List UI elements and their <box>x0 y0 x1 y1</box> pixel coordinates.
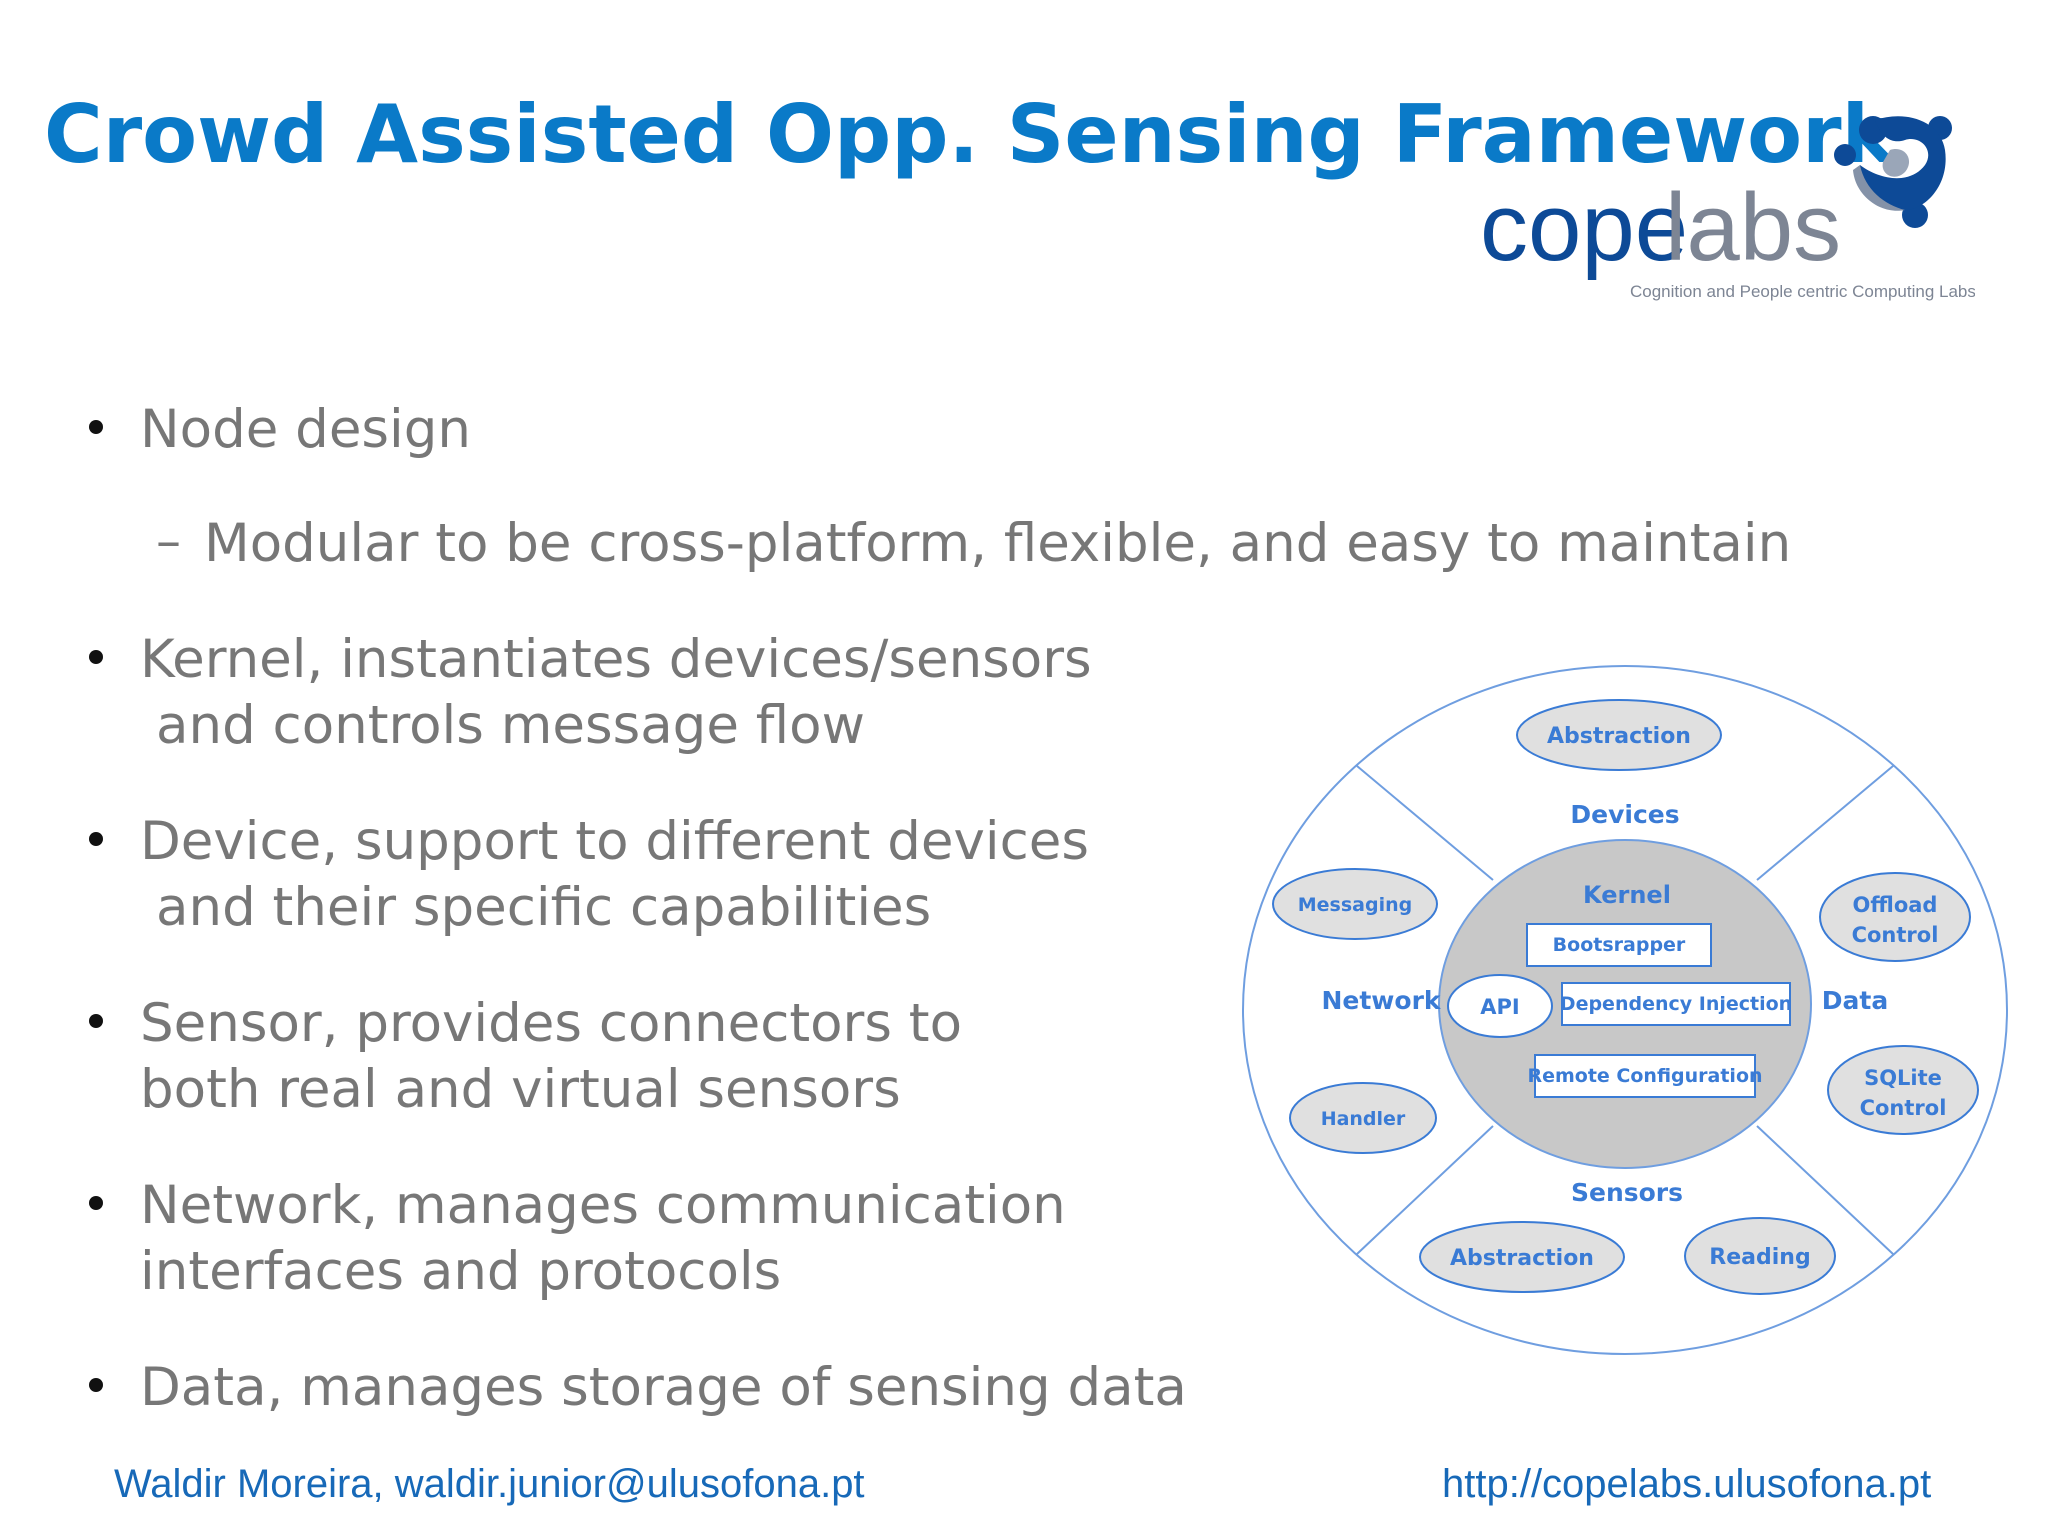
reading-label: Reading <box>1709 1245 1810 1270</box>
messaging-ellipse <box>1272 868 1438 940</box>
network-label: Network <box>1321 986 1441 1015</box>
bullet-network-line2: interfaces and protocols <box>140 1241 782 1302</box>
copelabs-logo-graphic: cope labs Cognition and People centric C… <box>1480 116 1976 301</box>
logo-emblem-icon <box>1834 116 1952 228</box>
offload-label-line2: Control <box>1852 923 1939 947</box>
devices-abstraction-label: Abstraction <box>1547 724 1691 749</box>
bullet-device-line1: Device, support to different devices <box>140 811 1089 872</box>
slide-title: Crowd Assisted Opp. Sensing Framework <box>44 88 1895 181</box>
bullet-marker <box>89 650 103 664</box>
divider-line <box>1356 765 1494 881</box>
divider-line <box>1756 765 1894 881</box>
bullet-marker <box>89 1014 103 1028</box>
logo-wordmark-light: labs <box>1665 174 1841 281</box>
kernel-label: Kernel <box>1583 881 1671 909</box>
dependency-injection-label: Dependency Injection <box>1560 993 1792 1015</box>
bullet-kernel-line2: and controls message flow <box>156 695 865 756</box>
api-label: API <box>1480 995 1519 1019</box>
bullet-marker <box>89 832 103 846</box>
sub-bullet-marker: – <box>156 512 181 570</box>
logo-tagline: Cognition and People centric Computing L… <box>1630 282 1975 301</box>
handler-ellipse <box>1289 1082 1437 1154</box>
architecture-diagram: Kernel Bootsrapper Dependency Injection … <box>1235 660 2015 1370</box>
messaging-label: Messaging <box>1298 894 1412 916</box>
sensors-label: Sensors <box>1571 1178 1683 1207</box>
outer-ring <box>1242 665 2008 1355</box>
dependency-injection-box <box>1561 982 1791 1026</box>
architecture-diagram-graphic: Kernel Bootsrapper Dependency Injection … <box>1242 665 2008 1355</box>
bullet-data: Data, manages storage of sensing data <box>140 1357 1187 1418</box>
copelabs-logo: cope labs Cognition and People centric C… <box>1475 105 1976 305</box>
sqlite-label-line1: SQLite <box>1864 1066 1942 1090</box>
sensors-abstraction-ellipse <box>1419 1221 1625 1293</box>
bullet-node-design: Node design <box>140 399 471 460</box>
divider-line <box>1756 1125 1894 1255</box>
bullet-device-line2: and their specific capabilities <box>156 877 932 938</box>
handler-label: Handler <box>1321 1108 1406 1130</box>
divider-line <box>1356 1125 1494 1255</box>
remote-configuration-label: Remote Configuration <box>1527 1065 1762 1087</box>
bootstrapper-label: Bootsrapper <box>1553 934 1686 956</box>
sqlite-label-line2: Control <box>1860 1096 1947 1120</box>
footer-url[interactable]: http://copelabs.ulusofona.pt <box>1442 1462 1932 1506</box>
reading-ellipse <box>1684 1217 1836 1295</box>
bullet-network-line1: Network, manages communication <box>140 1175 1066 1236</box>
devices-label: Devices <box>1570 800 1679 829</box>
sub-bullet-modular: Modular to be cross-platform, flexible, … <box>204 513 1792 574</box>
logo-wordmark-dark: cope <box>1480 174 1688 281</box>
remote-configuration-box <box>1534 1054 1756 1098</box>
footer-author: Waldir Moreira, waldir.junior@ulusofona.… <box>114 1462 865 1506</box>
bullet-sensor-line2: both real and virtual sensors <box>140 1059 901 1120</box>
sensors-abstraction-label: Abstraction <box>1450 1246 1594 1271</box>
data-label: Data <box>1822 986 1888 1015</box>
bullet-sensor-line1: Sensor, provides connectors to <box>140 993 963 1054</box>
sqlite-control-ellipse <box>1827 1045 1979 1135</box>
offload-control-ellipse <box>1819 872 1971 962</box>
bullet-kernel-line1: Kernel, instantiates devices/sensors <box>140 629 1092 690</box>
bullet-marker <box>89 1378 103 1392</box>
bullet-marker <box>89 1196 103 1210</box>
offload-label-line1: Offload <box>1853 893 1938 917</box>
bullet-marker <box>89 420 103 434</box>
api-ellipse <box>1447 974 1553 1038</box>
bootstrapper-box <box>1526 923 1712 967</box>
devices-abstraction-ellipse <box>1516 699 1722 771</box>
